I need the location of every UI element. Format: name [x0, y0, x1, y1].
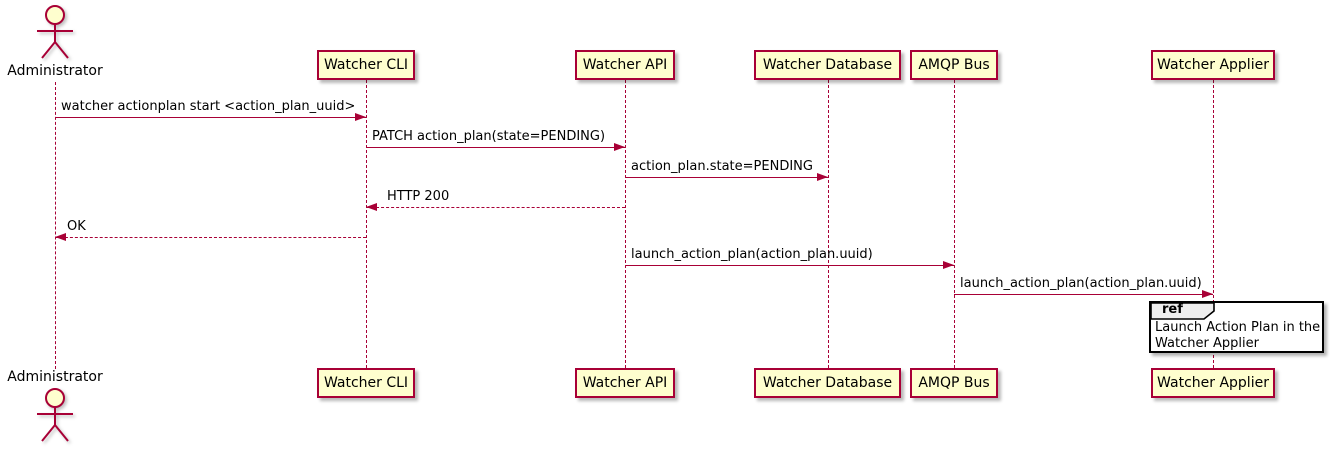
- lifeline-watcher-database: [828, 80, 829, 368]
- arrowhead-icon: [614, 143, 625, 151]
- message-launch-action-plan-amqp: launch_action_plan(action_plan.uuid): [625, 247, 954, 269]
- lifeline-watcher-applier: [1213, 80, 1214, 368]
- ref-keyword-pentagon: ref: [1150, 302, 1216, 320]
- actor-label-bottom: Administrator: [7, 369, 103, 385]
- message-http-200: HTTP 200: [366, 189, 625, 211]
- participant-watcher-database-top: Watcher Database: [754, 50, 901, 80]
- message-state-pending: action_plan.state=PENDING: [625, 159, 828, 181]
- ref-text: Launch Action Plan in the Watcher Applie…: [1155, 320, 1320, 352]
- participant-amqp-bus-top: AMQP Bus: [910, 50, 998, 80]
- arrowhead-icon: [817, 173, 828, 181]
- message-line: [366, 203, 625, 211]
- participant-watcher-applier-bottom: Watcher Applier: [1151, 368, 1275, 398]
- actor-stick-figure-icon: [37, 388, 73, 442]
- message-patch-action-plan: PATCH action_plan(state=PENDING): [366, 129, 625, 151]
- arrowhead-icon: [943, 261, 954, 269]
- message-label: launch_action_plan(action_plan.uuid): [960, 276, 1202, 291]
- ref-fragment: ref Launch Action Plan in the Watcher Ap…: [1149, 301, 1324, 353]
- arrowhead-icon: [55, 233, 66, 241]
- message-line: [55, 113, 366, 121]
- ref-text-line2: Watcher Applier: [1155, 336, 1259, 351]
- ref-text-line1: Launch Action Plan in the: [1155, 320, 1321, 335]
- message-line: [954, 290, 1213, 298]
- actor-administrator-bottom: [30, 387, 80, 444]
- arrowhead-icon: [355, 113, 366, 121]
- message-line: [625, 261, 954, 269]
- ref-keyword: ref: [1162, 302, 1183, 317]
- lifeline-amqp-bus: [954, 80, 955, 368]
- message-launch-action-plan-applier: launch_action_plan(action_plan.uuid): [954, 276, 1213, 298]
- participant-watcher-api-top: Watcher API: [575, 50, 675, 80]
- participant-watcher-cli-bottom: Watcher CLI: [317, 368, 415, 398]
- message-line: [55, 233, 366, 241]
- message-ok: OK: [55, 219, 366, 241]
- message-label: watcher actionplan start <action_plan_uu…: [61, 99, 356, 114]
- lifeline-watcher-cli: [366, 80, 367, 368]
- participant-amqp-bus-bottom: AMQP Bus: [910, 368, 998, 398]
- actor-label-top: Administrator: [7, 63, 103, 79]
- actor-administrator-top: [30, 4, 80, 61]
- lifeline-watcher-api: [625, 80, 626, 368]
- message-label: OK: [67, 219, 86, 234]
- arrowhead-icon: [366, 203, 377, 211]
- message-label: action_plan.state=PENDING: [631, 159, 813, 174]
- message-line: [366, 143, 625, 151]
- ref-pentagon-icon: [1150, 302, 1215, 320]
- lifeline-administrator: [55, 82, 56, 369]
- message-line: [625, 173, 828, 181]
- message-label: launch_action_plan(action_plan.uuid): [631, 247, 873, 262]
- participant-watcher-applier-top: Watcher Applier: [1151, 50, 1275, 80]
- message-start-actionplan: watcher actionplan start <action_plan_uu…: [55, 99, 366, 121]
- participant-watcher-database-bottom: Watcher Database: [754, 368, 901, 398]
- participant-watcher-api-bottom: Watcher API: [575, 368, 675, 398]
- participant-watcher-cli-top: Watcher CLI: [317, 50, 415, 80]
- actor-stick-figure-icon: [37, 5, 73, 59]
- message-label: HTTP 200: [387, 189, 450, 204]
- arrowhead-icon: [1202, 290, 1213, 298]
- message-label: PATCH action_plan(state=PENDING): [372, 129, 606, 144]
